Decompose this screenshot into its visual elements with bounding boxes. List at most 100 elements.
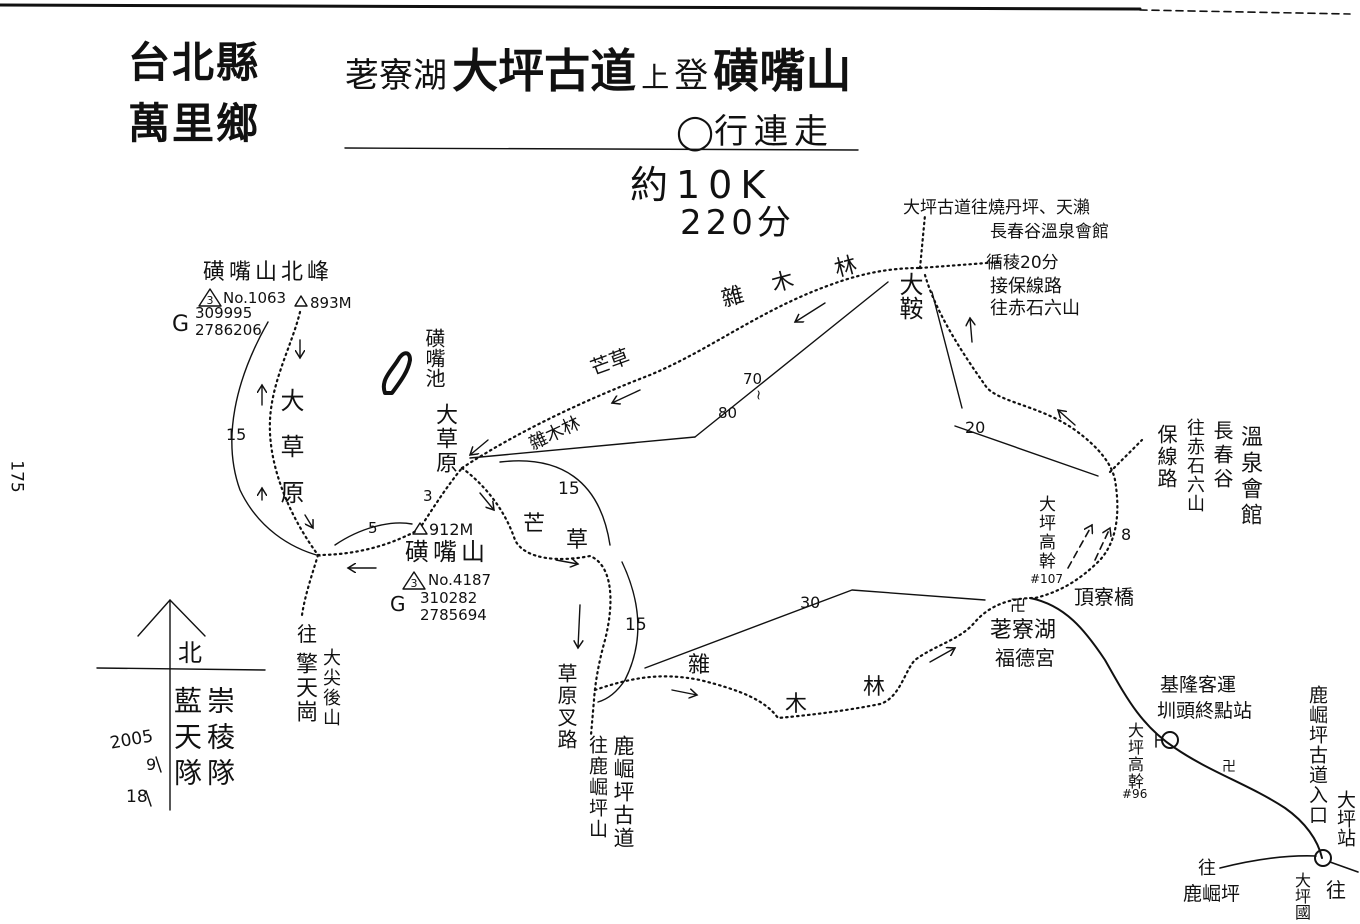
station-label: 大坪站 bbox=[1334, 790, 1356, 847]
temple-symbol-2: 卍 bbox=[1222, 759, 1236, 775]
main-peak-elevation: 912M bbox=[429, 520, 474, 539]
team-chongleng: 崇稜隊 bbox=[203, 686, 236, 794]
time-east-arc: 15 bbox=[558, 479, 580, 499]
date-month: 9 bbox=[146, 755, 157, 774]
grass-mid-char-1: 芒 bbox=[523, 512, 546, 537]
direction-lukuping-to: 往 bbox=[1198, 858, 1216, 879]
temple-symbol: 卍 bbox=[1010, 596, 1027, 615]
bus-company-label: 基隆客運 bbox=[1160, 674, 1237, 696]
bridge-label: 頂寮橋 bbox=[1074, 585, 1134, 609]
pond-label: 磺嘴池 bbox=[422, 328, 446, 388]
temple-name-label: 福德宮 bbox=[995, 646, 1055, 670]
north-peak-grid-label: G bbox=[172, 312, 190, 337]
grass-upper-label: 芒草 bbox=[587, 343, 633, 381]
bus-stop-symbol bbox=[1161, 731, 1179, 749]
direction-lukuping-mountain: 往鹿崛坪山 bbox=[586, 735, 608, 840]
road-main bbox=[1029, 597, 1323, 859]
bus-stop-tick bbox=[1155, 732, 1163, 748]
main-peak-grid-y: 2785694 bbox=[420, 606, 487, 624]
arrow-grassland-down bbox=[304, 514, 313, 528]
trail-to-qingtian bbox=[300, 553, 320, 617]
direction-qingtian-to: 往 bbox=[297, 622, 317, 646]
compass-north-label: 北 bbox=[178, 639, 202, 667]
north-peak-name: 磺嘴山北峰 bbox=[203, 260, 334, 285]
page-top-border bbox=[0, 3, 1142, 11]
pond-shape bbox=[381, 351, 412, 395]
arrow-to-grass-fork bbox=[578, 604, 580, 648]
direction-school: 大坪國 bbox=[1292, 872, 1311, 920]
trail-branch-service-road bbox=[1108, 438, 1144, 474]
title-part-mountain: 磺嘴山 bbox=[713, 44, 852, 98]
main-peak-summit-triangle bbox=[412, 522, 428, 535]
date-day: 18 bbox=[126, 787, 148, 807]
time-south-arc: 15 bbox=[625, 615, 647, 635]
route-type-text: 行連走 bbox=[714, 112, 835, 152]
station-symbol bbox=[1314, 849, 1332, 867]
route-time: 220分 bbox=[680, 203, 795, 243]
grass-fork-label: 草原叉路 bbox=[554, 663, 578, 751]
direction-east-line-1: 循稜20分 bbox=[986, 253, 1059, 273]
main-peak-benchmark-symbol: 3 bbox=[402, 571, 426, 590]
north-peak-elevation: 893M bbox=[310, 294, 352, 312]
pole-96-number: #96 bbox=[1122, 787, 1148, 801]
saddle-label: 大鞍 bbox=[895, 272, 923, 320]
forest-upper-char-2: 木 bbox=[769, 267, 797, 298]
route-line-saddle-south bbox=[931, 291, 963, 409]
time-cross-high: 80 bbox=[718, 404, 738, 422]
north-peak-grid-x: 309995 bbox=[195, 304, 253, 322]
title-part-lake: 荖寮湖 bbox=[345, 56, 447, 96]
grassland-left-label: 大草原 bbox=[276, 388, 304, 526]
compass-crossbar bbox=[96, 667, 266, 671]
direction-col-hotspring: 溫泉會館 bbox=[1237, 425, 1262, 529]
route-line-east-arc bbox=[499, 460, 611, 546]
forest-lower-char-3: 林 bbox=[863, 675, 886, 700]
direction-east-line-2: 接保線路 bbox=[990, 276, 1062, 297]
page-top-border-faint bbox=[1139, 9, 1351, 15]
time-lower-road: 30 bbox=[800, 593, 821, 612]
grassland-upper-label: 大草原 bbox=[432, 403, 457, 475]
direction-arrows bbox=[262, 302, 1110, 695]
main-peak-name: 磺嘴山 bbox=[405, 538, 489, 566]
time-cross-separator: ~ bbox=[749, 389, 766, 401]
main-peak-grid-x: 310282 bbox=[420, 589, 478, 607]
loop-circle-icon: ◯ bbox=[676, 112, 715, 152]
main-peak-benchmark-no: No.4187 bbox=[428, 571, 492, 589]
pole-96-label: 大坪高幹 bbox=[1125, 722, 1144, 790]
direction-col-service-road: 保線路 bbox=[1154, 424, 1178, 490]
time-cross-low: 70 bbox=[743, 370, 763, 388]
north-peak-benchmark-no: No.1063 bbox=[223, 289, 287, 307]
road-bottom bbox=[1219, 855, 1359, 873]
trail-saddle-southeast bbox=[923, 273, 1119, 600]
date-year: 2005 bbox=[108, 726, 155, 754]
route-line-cross-west bbox=[469, 436, 696, 459]
page-title: 荖寮湖 大坪古道 上 登 磺嘴山 bbox=[345, 48, 851, 94]
title-part-trail: 大坪古道 bbox=[452, 44, 637, 98]
compass-arrowhead bbox=[137, 599, 206, 637]
county-label: 台北縣 bbox=[128, 38, 261, 87]
direction-col-changchun: 長春谷 bbox=[1210, 420, 1234, 492]
trail-saddle-north bbox=[918, 213, 927, 270]
direction-school-to: 往 bbox=[1326, 878, 1346, 902]
arrow-uphill-1 bbox=[1067, 525, 1092, 569]
direction-lukuping-trail: 鹿崛坪古道 bbox=[611, 735, 635, 850]
forest-mid-label: 雜木林 bbox=[525, 412, 584, 455]
arrow-east-road-northwest bbox=[1058, 410, 1076, 426]
arrow-to-temple bbox=[929, 648, 955, 663]
direction-col-chishi: 往赤石六山 bbox=[1184, 418, 1205, 513]
forest-upper-char-3: 林 bbox=[832, 252, 860, 283]
arrow-uphill-2 bbox=[1094, 528, 1110, 561]
route-type: ◯行連走 bbox=[676, 115, 834, 149]
forest-lower-char-1: 雜 bbox=[688, 653, 711, 678]
arrow-lower-forest-east bbox=[671, 690, 697, 695]
trail-grassland-south bbox=[460, 466, 612, 737]
title-part-climb: 登 bbox=[674, 56, 709, 96]
main-peak-grid-label: G bbox=[390, 592, 406, 616]
direction-ne-line-1: 大坪古道往燒丹坪、天瀨 bbox=[903, 198, 1090, 218]
direction-dajian: 大尖後山 bbox=[320, 648, 341, 728]
arrow-to-saddle bbox=[970, 318, 972, 343]
direction-lukuping: 鹿崛坪 bbox=[1183, 883, 1241, 905]
grass-mid-char-2: 草 bbox=[566, 528, 589, 553]
trail-lower-forest bbox=[593, 596, 1037, 720]
north-peak-summit-triangle bbox=[294, 295, 308, 307]
bus-terminal-label: 圳頭終點站 bbox=[1157, 700, 1253, 722]
